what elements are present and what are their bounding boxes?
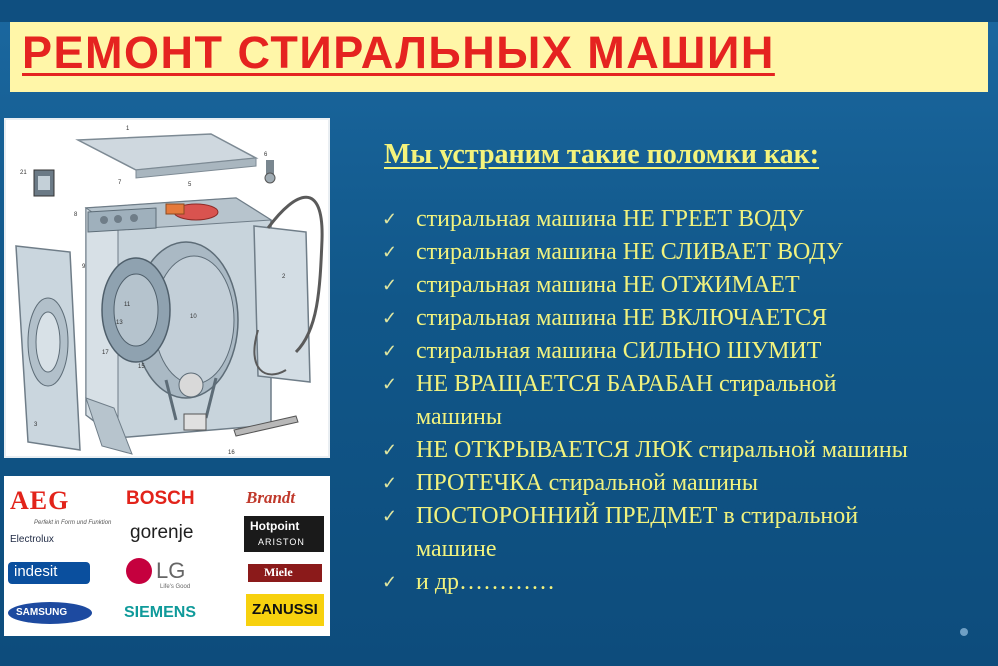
check-icon: ✓ (382, 275, 398, 295)
issue-text: и др………… (416, 569, 556, 595)
check-icon: ✓ (382, 374, 398, 394)
issue-item: ✓ и др………… (380, 566, 992, 599)
part-number: 13 (116, 320, 123, 326)
siemens-logo: SIEMENS (124, 604, 197, 621)
washing-machine-illustration: 1 2 3 5 6 7 8 9 10 11 13 15 16 17 21 (15, 126, 324, 456)
issue-item: ✓ ПОСТОРОННИЙ ПРЕДМЕТ в стиральной (380, 500, 992, 533)
issue-text: стиральная машина СИЛЬНО ШУМИТ (416, 338, 822, 364)
issue-item: ✓ стиральная машина НЕ ГРЕЕТ ВОДУ (380, 203, 992, 236)
part-number: 16 (228, 450, 235, 456)
lg-logo: LG (156, 558, 186, 583)
watermark-dot (960, 628, 968, 636)
part-number: 17 (102, 350, 109, 356)
issue-item-continuation: машине (380, 533, 992, 566)
part-number: 15 (138, 364, 145, 370)
electrolux-logo: Electrolux (10, 534, 54, 545)
zanussi-text: ZANUSSI (252, 601, 318, 618)
part-number: 11 (124, 302, 131, 308)
services-heading: Мы устраним такие поломки как: (384, 139, 820, 170)
title-band (10, 22, 988, 92)
issue-item: ✓ НЕ ОТКРЫВАЕТСЯ ЛЮК стиральной машины (380, 434, 992, 467)
check-icon: ✓ (382, 242, 398, 262)
part-number: 21 (20, 170, 27, 176)
part-number: 9 (82, 264, 86, 270)
issue-text: машины (416, 404, 502, 430)
issue-text: НЕ ОТКРЫВАЕТСЯ ЛЮК стиральной машины (416, 437, 908, 463)
part-number: 8 (74, 212, 78, 218)
issue-item-continuation: машины (380, 401, 992, 434)
hotpoint-text: Hotpoint (250, 519, 300, 533)
check-icon: ✓ (382, 209, 398, 229)
zanussi-logo: ZANUSSI (246, 594, 324, 626)
issue-item: ✓ стиральная машина НЕ СЛИВАЕТ ВОДУ (380, 236, 992, 269)
lg-circle-icon (126, 558, 152, 584)
check-icon: ✓ (382, 506, 398, 526)
page-title: РЕМОНТ СТИРАЛЬНЫХ МАШИН (22, 27, 775, 78)
samsung-logo: SAMSUNG (8, 602, 92, 624)
check-icon: ✓ (382, 572, 398, 592)
washing-machine-diagram: 1 2 3 5 6 7 8 9 10 11 13 15 16 17 21 (4, 118, 330, 458)
gorenje-logo: gorenje (130, 522, 194, 543)
miele-logo: Miele (248, 564, 322, 582)
issue-text: стиральная машина НЕ СЛИВАЕТ ВОДУ (416, 239, 843, 265)
indesit-logo: indesit (8, 562, 90, 584)
issue-text: ПОСТОРОННИЙ ПРЕДМЕТ в стиральной (416, 503, 859, 529)
part-number: 6 (264, 152, 268, 158)
issue-item: ✓ ПРОТЕЧКА стиральной машины (380, 467, 992, 500)
top-band (0, 0, 998, 22)
issue-text: стиральная машина НЕ ОТЖИМАЕТ (416, 272, 800, 298)
part-number: 7 (118, 180, 122, 186)
issue-text: НЕ ВРАЩАЕТСЯ БАРАБАН стиральной (416, 371, 837, 397)
issue-text: ПРОТЕЧКА стиральной машины (416, 470, 758, 496)
issue-item: ✓ стиральная машина НЕ ОТЖИМАЕТ (380, 269, 992, 302)
aeg-tagline: Perfekt in Form und Funktion (34, 520, 112, 526)
indesit-text: indesit (14, 563, 58, 580)
check-icon: ✓ (382, 341, 398, 361)
hotpoint-ariston-logo: Hotpoint ARISTON (244, 516, 324, 552)
aeg-logo: AEG (10, 486, 70, 515)
samsung-text: SAMSUNG (16, 607, 68, 618)
miele-text: Miele (264, 565, 293, 579)
check-icon: ✓ (382, 440, 398, 460)
brandt-logo: Brandt (246, 488, 296, 507)
issue-item: ✓ стиральная машина СИЛЬНО ШУМИТ (380, 335, 992, 368)
part-number: 5 (188, 182, 192, 188)
ariston-text: ARISTON (258, 537, 305, 547)
check-icon: ✓ (382, 473, 398, 493)
issue-item: ✓ стиральная машина НЕ ВКЛЮЧАЕТСЯ (380, 302, 992, 335)
issues-list: ✓ стиральная машина НЕ ГРЕЕТ ВОДУ ✓ стирал… (380, 203, 992, 599)
part-number: 3 (34, 422, 38, 428)
part-number: 2 (282, 274, 286, 280)
brand-logos-panel: AEG Perfekt in Form und Funktion Electro… (4, 476, 330, 636)
issue-text: стиральная машина НЕ ГРЕЕТ ВОДУ (416, 206, 804, 232)
check-icon: ✓ (382, 308, 398, 328)
issue-text: стиральная машина НЕ ВКЛЮЧАЕТСЯ (416, 305, 828, 331)
issue-text: машине (416, 536, 497, 562)
bosch-logo: BOSCH (126, 488, 195, 509)
lg-tagline: Life's Good (160, 584, 191, 590)
part-number: 1 (126, 126, 130, 132)
part-number: 10 (190, 314, 197, 320)
issue-item: ✓ НЕ ВРАЩАЕТСЯ БАРАБАН стиральной (380, 368, 992, 401)
